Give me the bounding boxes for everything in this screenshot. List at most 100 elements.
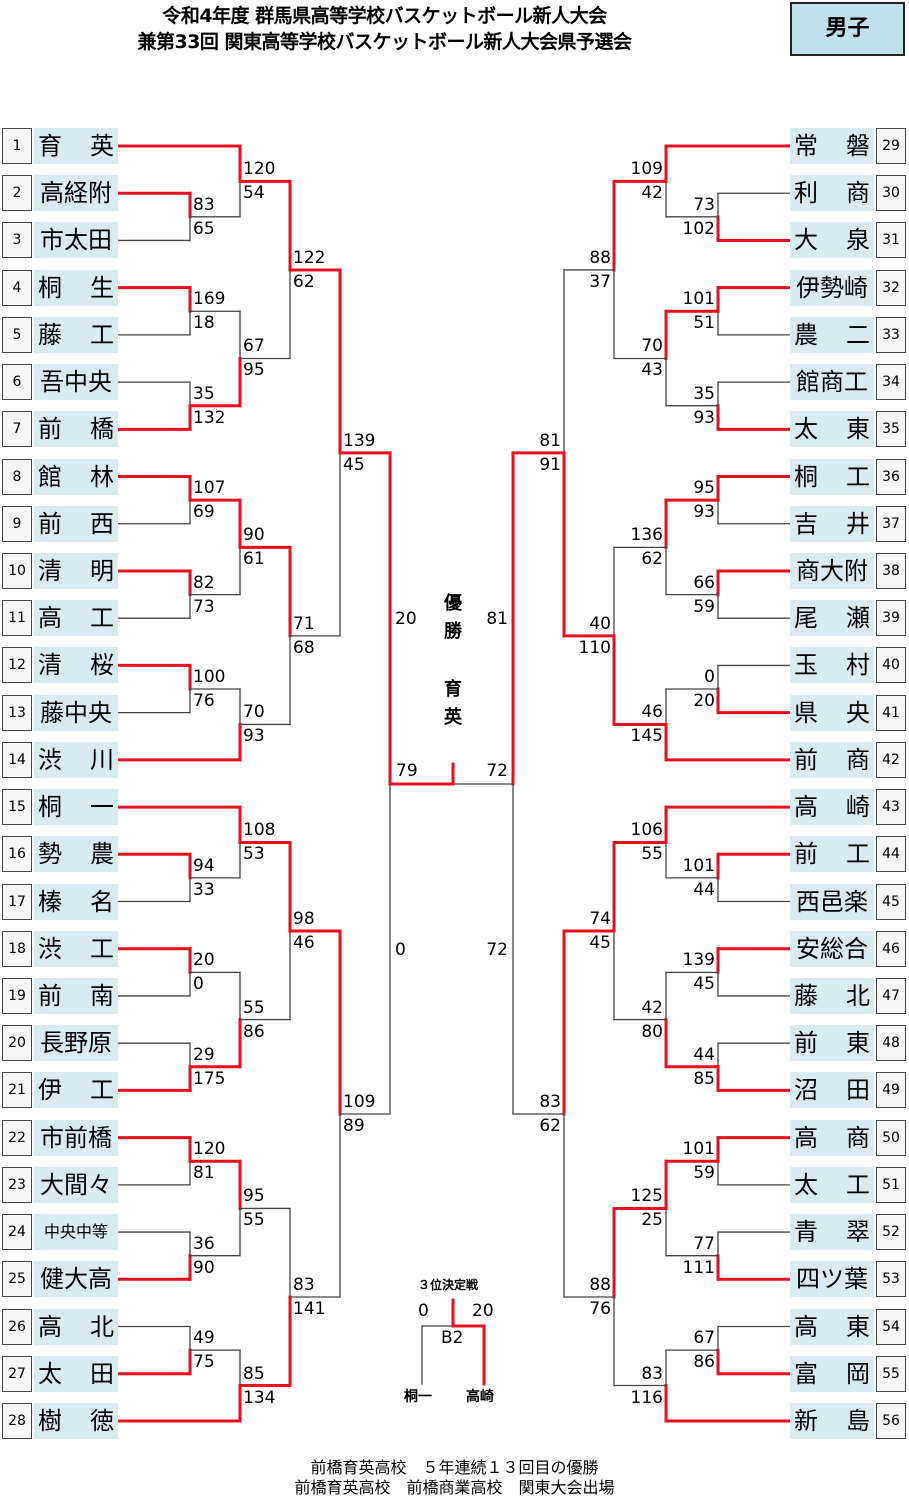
team-name-part: 工	[90, 604, 114, 633]
match-score-top: 120	[243, 159, 276, 180]
match-score-bottom: 53	[243, 844, 265, 865]
team-name: 前西	[34, 505, 118, 542]
team-name-part: 商	[846, 179, 870, 208]
team-name: 長野原	[34, 1025, 118, 1062]
team-name: 尾瀬	[790, 600, 874, 637]
champion-label: 優 勝	[438, 590, 468, 646]
match-score-bottom: 116	[630, 1387, 663, 1408]
team-name-part: 新	[794, 1406, 818, 1435]
team-name: 育英	[34, 128, 118, 164]
match-score-top: 85	[243, 1363, 265, 1384]
match-score-bottom: 145	[630, 726, 663, 747]
third-place-right-team: 高崎	[466, 1389, 494, 1405]
team-name: 高崎	[790, 789, 874, 826]
match-score-top: 101	[682, 1139, 715, 1160]
match-score-bottom: 69	[193, 502, 215, 523]
match-score-top: 81	[539, 430, 561, 451]
match-score-top: 95	[243, 1186, 265, 1207]
match-score-top: 44	[693, 1044, 715, 1065]
match-score-bottom: 110	[578, 637, 611, 658]
team-name-part: 工	[846, 1170, 870, 1199]
team-name-part: 二	[846, 320, 870, 349]
match-score-bottom: 95	[243, 360, 265, 381]
team-number: 11	[2, 600, 32, 637]
team-name: 榛名	[34, 883, 118, 920]
team-name-part: 泉	[846, 226, 870, 255]
team-name-part: 明	[90, 556, 114, 585]
match-score-top: 83	[641, 1363, 663, 1384]
team-name-part: 一	[90, 793, 114, 822]
team-number: 24	[2, 1214, 32, 1251]
team-name: 勢農	[34, 836, 118, 873]
match-score-bottom: 51	[693, 313, 715, 334]
team-number: 41	[876, 694, 906, 731]
team-name-part: 藤	[38, 320, 62, 349]
team-number: 9	[2, 505, 32, 542]
team-number: 2	[2, 175, 32, 212]
match-score-top: 77	[693, 1233, 715, 1254]
team-name-part: 瀬	[846, 604, 870, 633]
match-score-bottom: 91	[539, 454, 561, 475]
team-name: 前商	[790, 741, 874, 778]
team-name: 市前橋	[34, 1119, 118, 1156]
team-name: 太工	[790, 1166, 874, 1203]
match-score-bottom: 42	[641, 183, 663, 204]
match-score-top: 70	[641, 336, 663, 357]
match-score-top: 106	[630, 820, 663, 841]
team-name: 渋川	[34, 741, 118, 778]
team-name: 農二	[790, 316, 874, 353]
match-score-top: 100	[193, 667, 226, 688]
team-name-part: 清	[38, 556, 62, 585]
team-name: 大間々	[34, 1166, 118, 1203]
match-score-top: 90	[243, 525, 265, 546]
match-score-top: 82	[193, 572, 215, 593]
match-score-bottom: 44	[693, 879, 715, 900]
match-score-top: 83	[539, 1092, 561, 1112]
match-score-top: 36	[193, 1233, 215, 1254]
team-number: 45	[876, 883, 906, 920]
team-name-part: 桐	[794, 462, 818, 491]
team-name-part: 林	[90, 462, 114, 491]
team-name-part: 工	[90, 934, 114, 963]
team-name-part: 富	[794, 1359, 818, 1388]
team-name-part: 榛	[38, 887, 62, 916]
team-number: 27	[2, 1355, 32, 1392]
team-name-part: 高	[794, 793, 818, 822]
team-number: 8	[2, 458, 32, 495]
team-name: 安総合	[790, 930, 874, 967]
team-name: 太東	[790, 411, 874, 448]
match-score-bottom: 65	[193, 218, 215, 239]
team-number: 22	[2, 1119, 32, 1156]
team-name-part: 東	[846, 1029, 870, 1058]
team-name: 前工	[790, 836, 874, 873]
match-score-top: 109	[343, 1092, 376, 1112]
match-score-top: 94	[193, 855, 215, 876]
match-score-bottom: 45	[589, 933, 611, 954]
match-score-top: 108	[243, 820, 276, 841]
team-name: 高経附	[34, 175, 118, 212]
team-name-part: 尾	[794, 604, 818, 633]
third-place-title: ３位決定戦	[418, 1278, 479, 1292]
team-name: 樹徳	[34, 1402, 118, 1439]
match-score-top: 83	[193, 194, 215, 215]
match-score-bottom: 37	[589, 271, 611, 292]
match-score-bottom: 62	[539, 1116, 561, 1136]
team-name-part: 高	[794, 1312, 818, 1341]
team-name-part: 県	[794, 698, 818, 727]
team-name: 吾中央	[34, 364, 118, 401]
team-name: 商大附	[790, 552, 874, 589]
team-name: 前橋	[34, 411, 118, 448]
match-score-top: 88	[589, 1274, 611, 1295]
team-name-part: 玉	[794, 651, 818, 680]
team-number: 3	[2, 222, 32, 259]
team-name: 県央	[790, 694, 874, 731]
team-number: 31	[876, 222, 906, 259]
match-score-bottom: 80	[641, 1021, 663, 1042]
team-number: 4	[2, 269, 32, 306]
team-name-part: 渋	[38, 745, 62, 774]
team-name-part: 崎	[846, 793, 870, 822]
team-name-part: 高	[38, 1312, 62, 1341]
team-name: 玉村	[790, 647, 874, 684]
team-name: 青翠	[790, 1214, 874, 1251]
team-number: 17	[2, 883, 32, 920]
